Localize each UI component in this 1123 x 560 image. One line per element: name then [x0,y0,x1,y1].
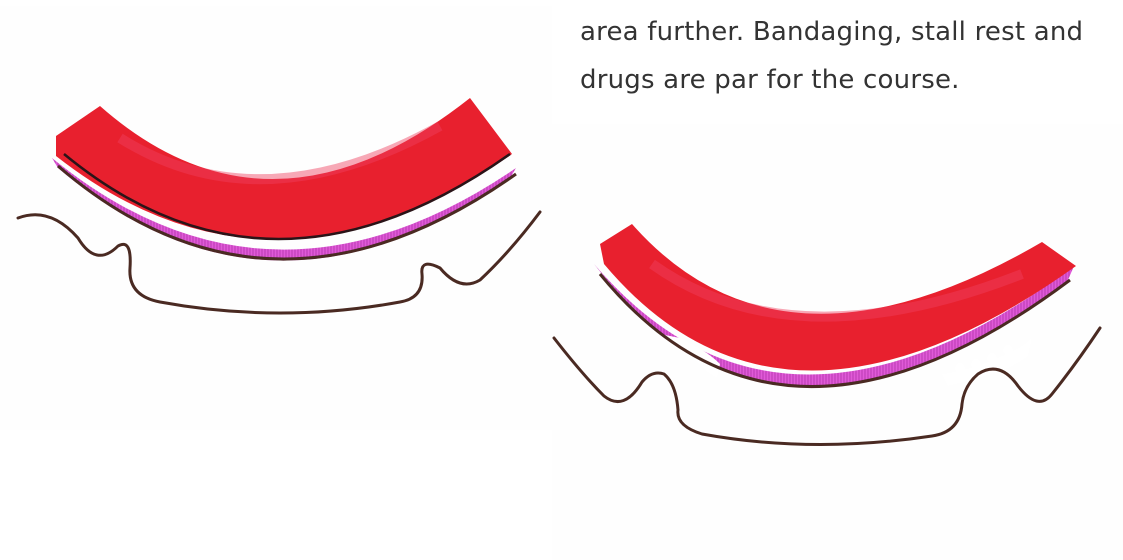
hoof-drawing-separation [552,124,1123,560]
article-paragraph: area further. Bandaging, stall rest and … [580,8,1123,104]
hoof-illustration-separation [552,124,1123,560]
article-text-line-1: area further. Bandaging, stall rest and [580,8,1123,56]
hoof-illustration-healthy [0,6,552,430]
article-text-line-2: drugs are par for the course. [580,56,1123,104]
hoof-drawing-healthy [0,6,552,430]
